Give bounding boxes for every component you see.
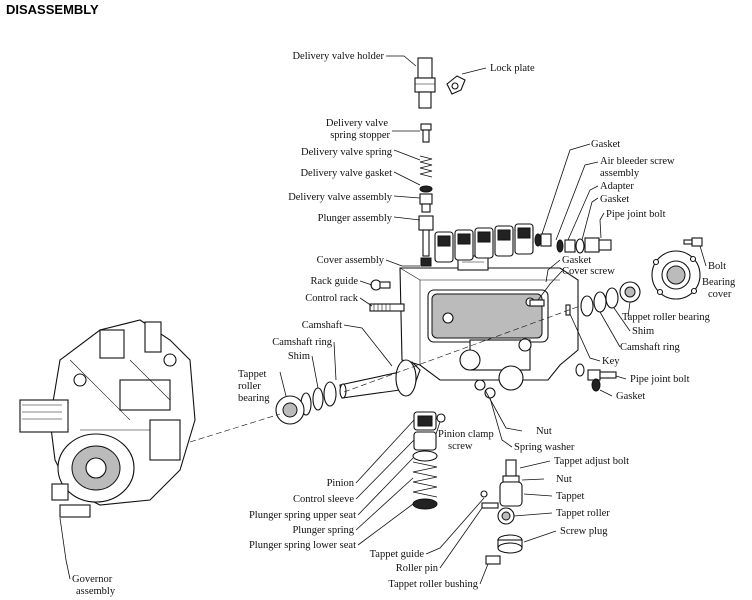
label-plunger-spring: Plunger spring	[292, 525, 354, 536]
labels: Delivery valve holder Lock plate Deliver…	[72, 51, 736, 597]
label-governor-2: assembly	[76, 586, 116, 597]
label-tappet-roller-bushing: Tappet roller bushing	[388, 579, 478, 590]
label-plunger-spring-lower-seat: Plunger spring lower seat	[249, 540, 356, 551]
label-gasket-bottom: Gasket	[616, 391, 645, 402]
label-pipe-joint-bolt-bottom: Pipe joint bolt	[630, 374, 690, 385]
label-lock-plate: Lock plate	[490, 63, 535, 74]
label-adapter: Adapter	[600, 181, 634, 192]
axis-line	[189, 413, 281, 443]
label-tappet-roller: Tappet roller	[556, 508, 610, 519]
label-tappet-left-1: Tappet	[238, 369, 267, 380]
camshaft-axis-line	[343, 305, 581, 393]
leader-lines	[59, 55, 707, 585]
nut-spring-washer-part	[474, 365, 524, 399]
label-control-sleeve: Control sleeve	[293, 494, 354, 505]
lower-right-bolt-group	[565, 304, 617, 392]
label-shim-right: Shim	[632, 326, 654, 337]
left-bearing-stack	[275, 381, 337, 425]
spring-stopper-part	[420, 123, 432, 143]
label-tappet: Tappet	[556, 491, 585, 502]
delivery-valve-spring-part	[419, 155, 433, 178]
label-tappet-guide: Tappet guide	[370, 549, 425, 560]
label-air-bleeder-1: Air bleeder screw	[600, 156, 675, 167]
pump-housing	[399, 223, 579, 381]
label-gasket-3: Gasket	[562, 255, 591, 266]
label-tappet-left-3: bearing	[238, 393, 270, 404]
plunger-spring-stack	[412, 411, 446, 510]
label-spring-stopper-1: Delivery valve	[326, 118, 388, 129]
label-nut-mid: Nut	[536, 426, 552, 437]
label-delivery-valve-assembly: Delivery valve assembly	[288, 192, 393, 203]
delivery-valve-holder-part	[414, 57, 436, 109]
label-bearing-cover-1: Bearing	[702, 277, 736, 288]
label-pinion-clamp-2: screw	[448, 441, 473, 452]
label-camshaft-ring-left: Camshaft ring	[272, 337, 333, 348]
label-key: Key	[602, 356, 620, 367]
label-spring-washer: Spring washer	[514, 442, 575, 453]
air-bleeder-group	[534, 233, 612, 254]
delivery-valve-assembly-part	[419, 193, 433, 213]
label-nut-low: Nut	[556, 474, 572, 485]
label-camshaft-ring-right: Camshaft ring	[620, 342, 681, 353]
control-rack-part	[369, 303, 405, 312]
label-pinion: Pinion	[327, 478, 355, 489]
tappet-group	[480, 459, 523, 565]
label-tappet-roller-bearing-right: Tappet roller bearing	[622, 312, 711, 323]
governor-assembly-part	[19, 319, 196, 518]
label-control-rack: Control rack	[305, 293, 359, 304]
page-title: DISASSEMBLY	[6, 2, 99, 17]
plunger-assembly-part	[418, 215, 434, 267]
label-governor-1: Governor	[72, 574, 113, 585]
label-cover-assembly: Cover assembly	[317, 255, 385, 266]
label-shim-left: Shim	[288, 351, 310, 362]
bearing-cover-part	[651, 250, 701, 300]
label-delivery-valve-spring: Delivery valve spring	[301, 147, 393, 158]
right-bearing-stack	[529, 281, 641, 317]
label-air-bleeder-2: assembly	[600, 168, 640, 179]
label-pinion-clamp-1: Pinion clamp	[438, 429, 494, 440]
label-plunger-spring-upper-seat: Plunger spring upper seat	[249, 510, 356, 521]
label-gasket-2: Gasket	[600, 194, 629, 205]
label-roller-pin: Roller pin	[396, 563, 439, 574]
label-bolt: Bolt	[708, 261, 726, 272]
bolt-part	[683, 237, 703, 247]
label-delivery-valve-gasket: Delivery valve gasket	[300, 168, 392, 179]
label-gasket-top: Gasket	[591, 139, 620, 150]
delivery-valve-gasket-part	[419, 185, 433, 193]
label-delivery-valve-holder: Delivery valve holder	[292, 51, 384, 62]
label-bearing-cover-2: cover	[708, 289, 732, 300]
camshaft-part	[339, 359, 421, 399]
label-pipe-joint-bolt-top: Pipe joint bolt	[606, 209, 666, 220]
rack-guide-part	[370, 279, 391, 291]
label-screw-plug: Screw plug	[560, 526, 608, 537]
label-camshaft: Camshaft	[302, 320, 342, 331]
label-tappet-left-2: roller	[238, 381, 261, 392]
label-spring-stopper-2: spring stopper	[330, 130, 390, 141]
label-cover-screw: Cover screw	[562, 266, 615, 277]
label-plunger-assembly: Plunger assembly	[318, 213, 393, 224]
lock-plate-part	[446, 75, 466, 95]
label-tappet-adjust-bolt: Tappet adjust bolt	[554, 456, 629, 467]
label-rack-guide: Rack guide	[310, 276, 358, 287]
